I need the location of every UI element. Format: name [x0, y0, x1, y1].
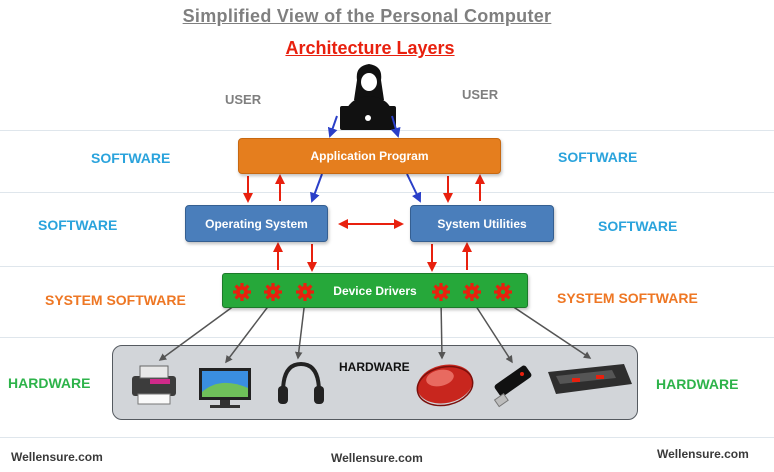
arrow-user-to-app	[390, 115, 401, 138]
layer-divider	[0, 337, 774, 338]
connector-keyboard	[502, 299, 592, 359]
layer-divider	[0, 130, 774, 131]
monitor-icon	[199, 368, 251, 408]
application-program-box: Application Program	[238, 138, 501, 174]
arrow-app-to-os-blue	[310, 173, 323, 203]
footer-watermark: Wellensure.com	[331, 451, 423, 465]
connector-usb	[471, 299, 513, 364]
connector-printer	[158, 299, 243, 361]
layer-label-system-software: SYSTEM SOFTWARE	[45, 292, 186, 308]
mouse-icon	[416, 364, 474, 407]
diagram-title: Simplified View of the Personal Computer	[182, 6, 552, 26]
layer-label-software: SOFTWARE	[38, 217, 118, 233]
printer-icon	[132, 365, 176, 405]
layer-label-hardware: HARDWARE	[656, 376, 739, 392]
usb-drive-icon	[493, 365, 532, 408]
device-drivers-box: Device Drivers	[222, 273, 528, 308]
system-utilities-box: System Utilities	[410, 205, 554, 242]
layer-label-software: SOFTWARE	[91, 150, 171, 166]
layer-label-system-software: SYSTEM SOFTWARE	[557, 290, 698, 306]
layer-label-software: SOFTWARE	[558, 149, 638, 165]
connector-mouse	[438, 299, 446, 360]
arrow-app-to-utilities-blue	[406, 173, 422, 203]
headphones-icon	[278, 361, 324, 404]
footer-watermark: Wellensure.com	[11, 450, 103, 464]
layer-label-software: SOFTWARE	[598, 218, 678, 234]
layer-divider	[0, 437, 774, 438]
connector-monitor	[225, 299, 274, 364]
arrow-user-to-app	[327, 115, 338, 138]
user-icon	[340, 64, 396, 130]
hardware-panel-label: HARDWARE	[339, 360, 410, 374]
operating-system-box: Operating System	[185, 205, 328, 242]
diagram-subtitle: Architecture Layers	[285, 38, 455, 58]
layer-label-hardware: HARDWARE	[8, 375, 91, 391]
hardware-panel	[112, 345, 638, 420]
keyboard-icon	[548, 364, 632, 394]
layer-divider	[0, 192, 774, 193]
footer-watermark: Wellensure.com	[657, 447, 749, 461]
user-label-right: USER	[462, 87, 499, 102]
connector-headphones	[294, 299, 306, 360]
user-label-left: USER	[225, 92, 262, 107]
layer-divider	[0, 266, 774, 267]
